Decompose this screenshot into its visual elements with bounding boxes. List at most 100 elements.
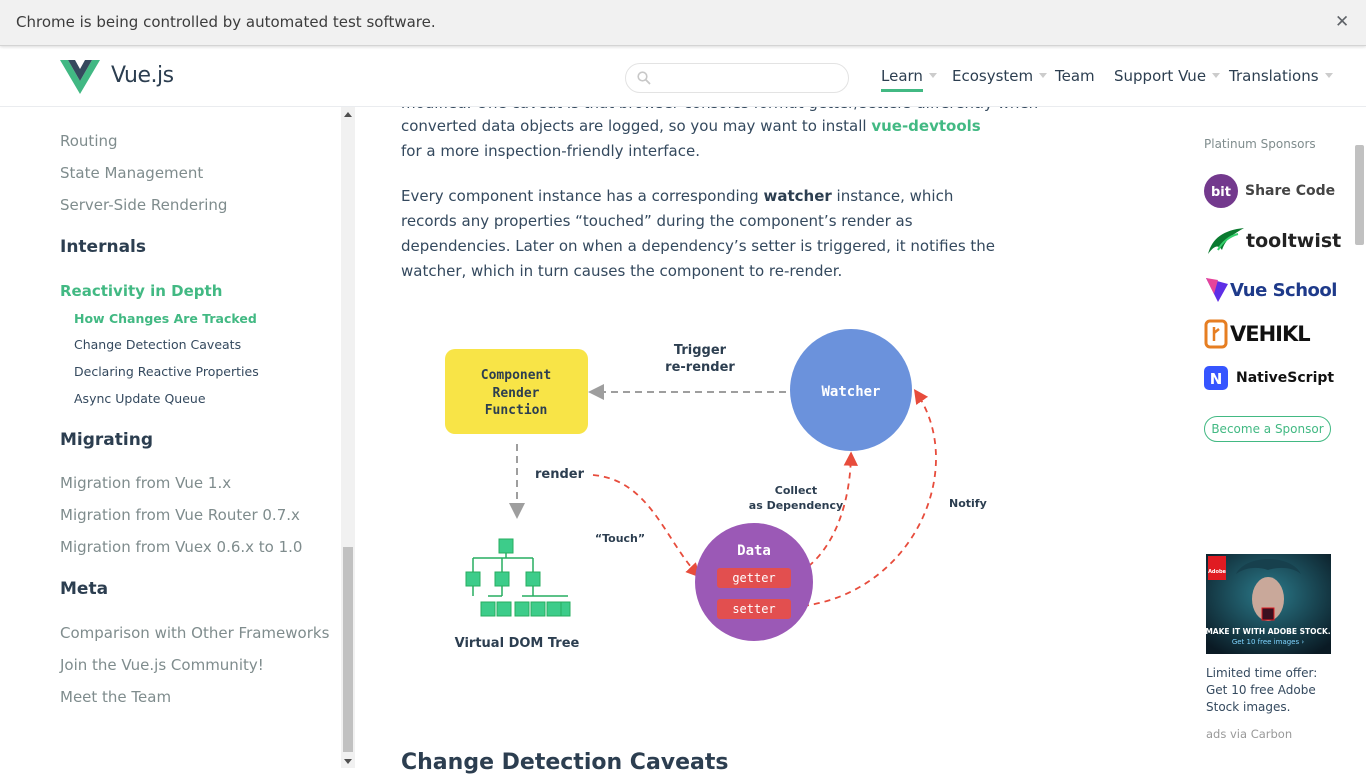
watcher-term: watcher <box>763 187 832 205</box>
nav-support-vue[interactable]: Support Vue <box>1114 67 1221 85</box>
adobe-mark: Adobe <box>1208 569 1226 575</box>
ads-via-carbon[interactable]: ads via Carbon <box>1206 727 1293 741</box>
setter-pill <box>717 599 791 619</box>
setter-label: setter <box>732 602 775 616</box>
nav-support-label: Support Vue <box>1114 67 1207 85</box>
search-icon <box>637 71 651 85</box>
ad-headline: MAKE IT WITH ADOBE STOCK. <box>1206 627 1331 636</box>
nav-learn-label: Learn <box>881 67 923 92</box>
data-label: Data <box>737 543 771 559</box>
sponsor-nativescript[interactable]: N NativeScript <box>1204 361 1334 395</box>
bit-mark: bit <box>1211 185 1231 200</box>
sponsor-vehikl[interactable]: VEHIKL <box>1204 317 1311 351</box>
component-label: Render <box>493 386 540 401</box>
component-label: Function <box>485 403 548 418</box>
paragraph-text: instance, which records any properties “… <box>401 187 996 280</box>
sidebar-item-state-management[interactable]: State Management <box>60 164 204 182</box>
sponsor-vueschool[interactable]: Vue School <box>1204 273 1337 307</box>
nav-team[interactable]: Team <box>1055 67 1095 85</box>
sidebar-item-migration-vuex[interactable]: Migration from Vuex 0.6.x to 1.0 <box>60 538 303 556</box>
infobar-message: Chrome is being controlled by automated … <box>16 13 436 31</box>
sponsor-tooltwist[interactable]: tooltwist <box>1204 224 1341 258</box>
page-scroll-thumb[interactable] <box>1355 145 1364 245</box>
sidebar-scroll-thumb[interactable] <box>343 547 353 752</box>
sponsor-name: VEHIKL <box>1230 322 1311 346</box>
site-header: Vue.js Learn Ecosystem Team Support Vue … <box>0 47 1366 107</box>
sidebar-heading-internals: Internals <box>60 237 146 257</box>
chevron-down-icon <box>1039 73 1048 78</box>
nav-learn[interactable]: Learn <box>881 67 937 92</box>
sidebar-scrollbar[interactable] <box>341 107 355 768</box>
sidebar-item-reactivity[interactable]: Reactivity in Depth <box>60 282 223 300</box>
notify-arrow <box>791 389 937 608</box>
tooltwist-icon <box>1208 228 1244 254</box>
vdom-nodes <box>465 538 571 617</box>
chevron-down-icon <box>928 73 937 78</box>
collect-label: as Dependency <box>749 499 843 512</box>
render-label: render <box>535 467 585 482</box>
page-scrollbar[interactable] <box>1352 107 1366 768</box>
vue-logo-icon[interactable] <box>60 60 100 94</box>
nav-team-label: Team <box>1055 67 1095 85</box>
nav-ecosystem-label: Ecosystem <box>952 67 1034 85</box>
adobe-stock-ad-image[interactable]: Adobe MAKE IT WITH ADOBE STOCK. Get 10 f… <box>1206 554 1331 654</box>
notify-label: Notify <box>949 497 987 510</box>
getter-label: getter <box>732 571 775 585</box>
sidebar-item-migration-router[interactable]: Migration from Vue Router 0.7.x <box>60 506 300 524</box>
ad-text[interactable]: Limited time offer: Get 10 free Adobe St… <box>1206 666 1318 714</box>
paragraph-text: Every component instance has a correspon… <box>401 187 764 205</box>
trigger-label: Trigger <box>674 343 727 358</box>
getter-pill <box>717 568 791 588</box>
trigger-label: re-render <box>665 360 735 375</box>
vue-devtools-link[interactable]: vue-devtools <box>871 117 981 135</box>
sidebar-subitem-declaring[interactable]: Declaring Reactive Properties <box>74 364 259 379</box>
vehikl-icon <box>1204 319 1228 349</box>
chevron-down-icon <box>1324 73 1333 78</box>
watcher-label: Watcher <box>821 384 880 400</box>
search-input[interactable] <box>660 69 840 89</box>
ad-cta: Get 10 free images › <box>1232 638 1305 646</box>
sidebar-subitem-how-changes[interactable]: How Changes Are Tracked <box>74 311 257 326</box>
nativescript-mark: N <box>1210 370 1223 388</box>
scroll-down-arrow-icon[interactable] <box>344 759 352 764</box>
close-icon[interactable]: ✕ <box>1335 12 1350 32</box>
sponsor-name: Vue School <box>1230 279 1337 301</box>
nav-translations-label: Translations <box>1229 67 1319 85</box>
nav-translations[interactable]: Translations <box>1229 67 1333 85</box>
sidebar-item-routing[interactable]: Routing <box>60 132 118 150</box>
component-render-box <box>445 349 588 434</box>
vdom-label: Virtual DOM Tree <box>455 636 580 651</box>
sidebar-item-community[interactable]: Join the Vue.js Community! <box>60 656 264 674</box>
virtual-dom-tree-icon <box>472 546 568 597</box>
touch-arrow <box>592 474 701 578</box>
bit-icon: bit <box>1204 174 1238 208</box>
sidebar-heading-migrating: Migrating <box>60 430 153 450</box>
sidebar-item-comparison[interactable]: Comparison with Other Frameworks <box>60 624 330 642</box>
sidebar-item-migration-vue1[interactable]: Migration from Vue 1.x <box>60 474 232 492</box>
vueschool-icon <box>1206 278 1228 302</box>
sidebar-subitem-change-detection[interactable]: Change Detection Caveats <box>74 337 242 352</box>
paragraph-text: for a more inspection-friendly interface… <box>401 142 700 160</box>
nativescript-icon: N <box>1204 366 1228 390</box>
sponsor-name: NativeScript <box>1236 370 1335 386</box>
watcher-circle <box>790 329 912 451</box>
touch-label: “Touch” <box>595 532 645 545</box>
component-label: Component <box>481 368 551 383</box>
sponsors-title: Platinum Sponsors <box>1204 137 1316 151</box>
sidebar-subitem-async[interactable]: Async Update Queue <box>74 391 206 406</box>
sidebar-item-team[interactable]: Meet the Team <box>60 688 172 706</box>
collect-label: Collect <box>775 484 817 497</box>
search-box[interactable] <box>625 63 849 93</box>
brand-name[interactable]: Vue.js <box>111 63 174 88</box>
sponsor-bit[interactable]: bit Share Code <box>1204 174 1335 208</box>
become-sponsor-button[interactable]: Become a Sponsor <box>1204 416 1331 442</box>
sidebar: Routing State Management Server-Side Ren… <box>0 107 342 768</box>
reactivity-diagram: Component Render Function Watcher Trigge… <box>445 329 987 651</box>
paragraph-watcher: Every component instance has a correspon… <box>401 184 1001 284</box>
sidebar-item-ssr[interactable]: Server-Side Rendering <box>60 196 228 214</box>
sponsor-name: tooltwist <box>1246 230 1342 252</box>
paragraph-devtools: converted data objects are logged, so yo… <box>401 114 1001 164</box>
nav-ecosystem[interactable]: Ecosystem <box>952 67 1048 85</box>
chevron-down-icon <box>1212 73 1221 78</box>
scroll-up-arrow-icon[interactable] <box>344 112 352 117</box>
